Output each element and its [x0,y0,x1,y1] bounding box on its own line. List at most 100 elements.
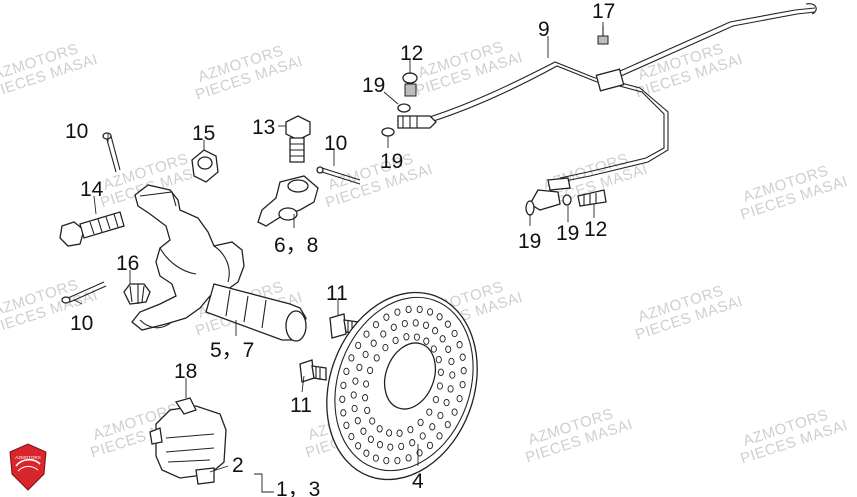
disc-hole [456,341,463,349]
disc-hole [405,305,412,314]
disc-hole [363,330,370,338]
disc-holes [339,305,467,465]
callout-label: 13 [252,116,275,139]
brake-caliper-part [149,397,227,485]
disc-hole [382,343,389,352]
disc-hole [343,421,350,429]
disc-hole [444,420,451,429]
disc-hole [437,411,444,420]
svg-text:AZMOTORS: AZMOTORS [15,455,40,460]
callout-label: 17 [592,0,615,23]
callout-label: 18 [174,360,197,383]
azmotors-logo: AZMOTORS [9,443,47,491]
callout-label: 1，3 [276,478,320,497]
callout-label: 14 [80,178,104,201]
disc-hole [387,443,394,451]
disc-hole [436,313,443,321]
disc-hole [460,367,467,375]
callout-label: 10 [324,132,347,155]
disc-hole [383,456,390,465]
disc-hole [376,441,384,449]
callout-label: 19 [556,222,579,245]
nut-15-part [191,149,219,183]
disc-hole [340,409,347,417]
disc-hole [459,353,466,361]
brake-hose-part [397,3,817,183]
callout-label: 16 [116,252,139,275]
watermark: AZMOTORS PIECES MASAI [738,406,850,467]
callout-label: 12 [584,218,607,241]
disc-hole [456,394,463,403]
disc-hole [372,454,379,462]
disc-hole [398,442,405,451]
disc-hole [363,449,370,457]
disc-hole [348,354,355,362]
disc-hole [351,404,358,413]
disc-hole [343,367,350,376]
cotter-pin-part [102,132,121,173]
disc-hole [401,319,408,328]
disc-hole [354,417,361,425]
disc-hole [340,381,347,390]
disc-hole [392,336,399,345]
disc-hole [390,323,397,331]
disc-hole [432,327,439,335]
watermark: AZMOTORS PIECES MASAI [193,42,305,103]
disc-hole [383,313,390,321]
disc-hole [432,395,439,404]
disc-hole [352,377,359,385]
disc-hole [422,321,430,329]
watermark: AZMOTORS PIECES MASAI [633,282,745,343]
disc-hole [372,320,380,329]
disc-hole [380,330,387,338]
disc-hole [362,394,369,402]
cotter-pin-part [316,166,361,185]
disc-hole [417,418,424,427]
callout-label: 2 [232,454,244,477]
disc-hole [405,454,412,462]
disc-hole [394,456,401,465]
disc-hole [339,395,346,403]
watermark: AZMOTORS PIECES MASAI [633,40,745,101]
disc-hole [436,432,443,440]
disc-hole [407,425,414,434]
callout-labels: 10 14 15 13 10 6，8 16 10 5，7 11 11 18 2 … [65,0,615,497]
brake-disc-part [326,291,478,481]
disc-hole [376,425,383,433]
banjo-fitting-top-part [381,60,418,137]
bolt-13-part [285,115,311,163]
banjo-fitting-lower-part [525,177,607,216]
disc-hole [355,341,362,350]
disc-hole [419,432,426,440]
disc-hole [447,385,454,393]
disc-hole [367,366,374,375]
callout-label: 5，7 [210,339,254,362]
disc-hole [373,354,380,362]
disc-hole [367,435,374,443]
disc-hole [348,432,355,441]
disc-hole [364,406,371,415]
disc-hole [413,333,420,341]
disc-hole [449,371,456,379]
disc-hole [439,335,446,343]
disc-hole [435,355,442,364]
watermark: AZMOTORS PIECES MASAI [523,405,635,466]
disc-hole [426,408,433,416]
disc-hole [451,329,458,338]
disc-hole [412,319,419,327]
callout-label: 9 [538,18,550,41]
disc-hole [451,408,458,416]
disc-hole [448,357,455,366]
disc-hole [423,337,430,345]
cotter-pin-part [61,281,107,304]
disc-hole [416,305,423,314]
callout-label: 15 [192,122,215,145]
disc-hole [356,363,363,372]
disc-hole [429,423,436,431]
disc-hole [430,345,437,353]
disc-hole [427,308,434,316]
callout-label: 4 [412,470,424,493]
disc-hole [409,439,416,447]
